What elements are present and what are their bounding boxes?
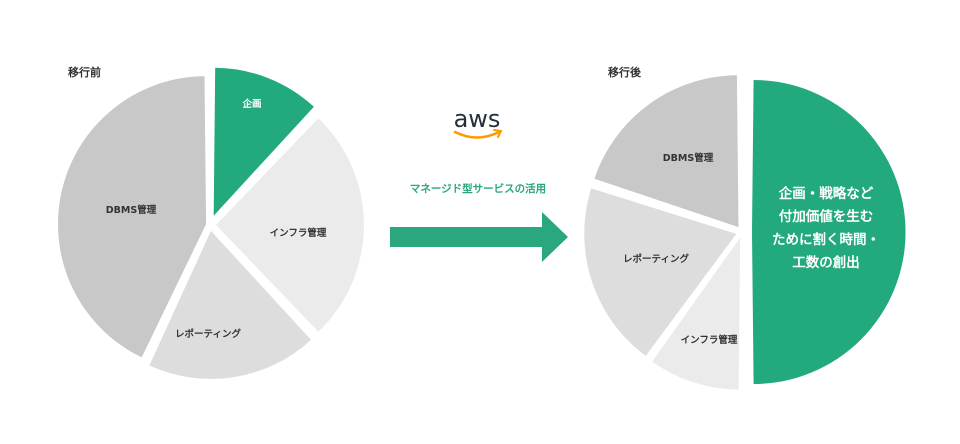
before-segment-dbms bbox=[57, 76, 207, 358]
before-label-dbms: DBMS管理 bbox=[106, 204, 157, 216]
before-segment-planning bbox=[213, 67, 314, 216]
before-label-reporting: レポーティング bbox=[175, 328, 241, 340]
transition-arrow-icon bbox=[390, 212, 568, 262]
after-pie-chart: DBMS管理 レポーティング インフラ管理 企画・戦略など 付加価値を生む ため… bbox=[584, 75, 906, 390]
after-title: 移行後 bbox=[608, 66, 641, 79]
after-label-reporting: レポーティング bbox=[623, 253, 689, 265]
after-label-infra: インフラ管理 bbox=[681, 334, 738, 346]
aws-smile-arrowhead-icon bbox=[493, 129, 503, 138]
aws-logo-text: aws bbox=[454, 105, 501, 133]
transition-label: マネージド型サービスの活用 bbox=[410, 182, 546, 195]
after-label-dbms: DBMS管理 bbox=[663, 152, 714, 164]
aws-logo: aws bbox=[453, 105, 503, 139]
after-label-value-creation: 企画・戦略など 付加価値を生む ために割く時間・ 工数の創出 bbox=[772, 185, 880, 271]
after-label-value-line-1: 企画・戦略など bbox=[778, 185, 874, 202]
before-segment-infra bbox=[216, 118, 364, 332]
before-segment-reporting bbox=[149, 230, 312, 379]
before-pie-chart: 企画 インフラ管理 レポーティング DBMS管理 bbox=[57, 67, 364, 379]
after-segment-dbms bbox=[594, 75, 739, 228]
aws-smile-icon bbox=[453, 130, 501, 139]
after-segment-infra bbox=[652, 237, 741, 390]
after-segment-reporting bbox=[584, 188, 737, 356]
before-title: 移行前 bbox=[68, 66, 101, 79]
before-label-infra: インフラ管理 bbox=[270, 227, 327, 239]
before-label-planning: 企画 bbox=[241, 98, 261, 110]
after-label-value-line-3: ために割く時間・ bbox=[772, 231, 880, 248]
after-label-value-line-4: 工数の創出 bbox=[792, 254, 860, 271]
after-segment-value-creation bbox=[752, 80, 906, 384]
after-label-value-line-2: 付加価値を生む bbox=[779, 208, 874, 225]
